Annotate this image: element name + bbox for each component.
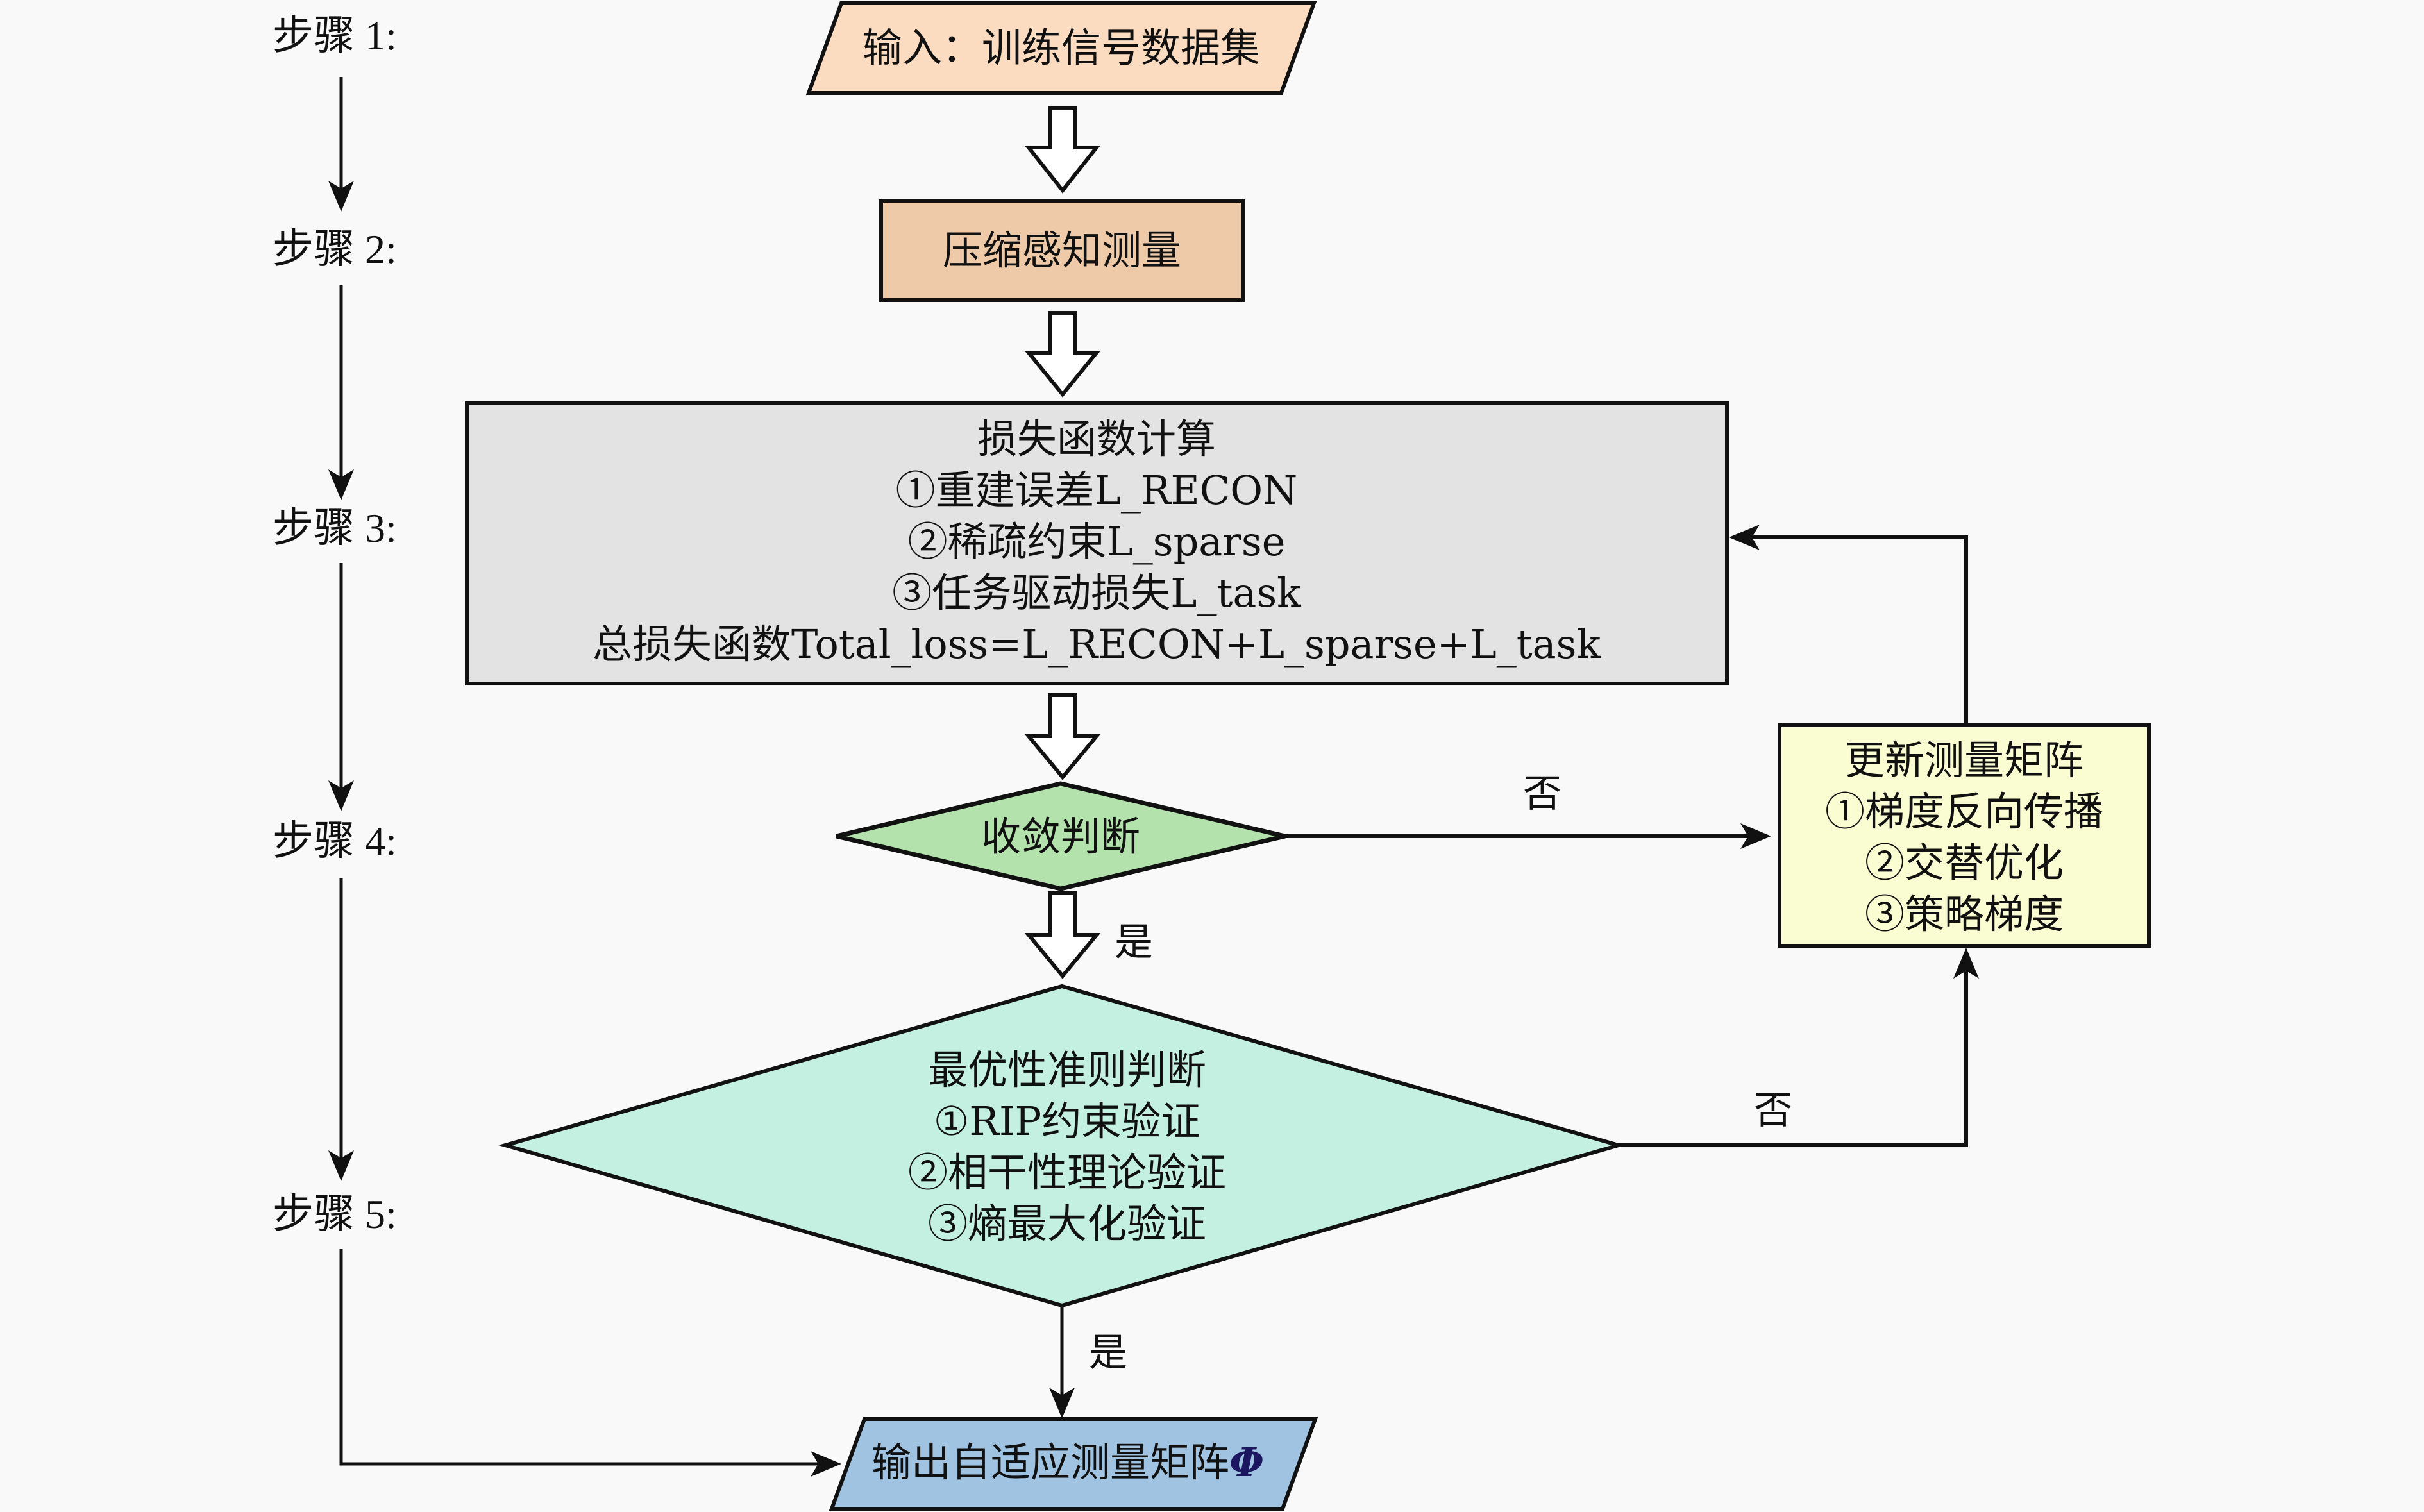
update-item-backprop: ①梯度反向传播 — [1825, 788, 2103, 835]
loss-node[interactable]: 损失函数计算 ①重建误差L_RECON ②稀疏约束L_sparse ③任务驱动损… — [465, 401, 1729, 685]
step-arrow-5-output — [339, 1249, 834, 1466]
edge-label-optimality-no: 否 — [1754, 1088, 1792, 1133]
edge-label-convergence-yes: 是 — [1115, 920, 1153, 965]
loss-item-task: ③任务驱动损失L_task — [892, 569, 1301, 616]
step-label-3: 步骤 3: — [273, 505, 397, 551]
arrowhead-icon — [328, 780, 354, 811]
arrowhead-icon — [1740, 823, 1771, 849]
step-label-4: 步骤 4: — [273, 818, 397, 864]
update-item-policy-gradient: ③策略梯度 — [1865, 891, 2064, 937]
arrowhead-icon — [328, 469, 354, 500]
optimality-title: 最优性准则判断 — [928, 1046, 1206, 1093]
block-arrow-icon — [1024, 693, 1101, 780]
phi-symbol: Φ — [1229, 1439, 1264, 1486]
block-arrow-icon — [1024, 106, 1101, 194]
update-node[interactable]: 更新测量矩阵 ①梯度反向传播 ②交替优化 ③策略梯度 — [1778, 723, 2151, 948]
step-column: 步骤 1: 步骤 2: 步骤 3: 步骤 4: 步骤 5: — [273, 13, 841, 1477]
optimality-item-entropy: ③熵最大化验证 — [928, 1200, 1206, 1247]
output-node[interactable]: 输出自适应测量矩阵Φ — [829, 1417, 1318, 1511]
convergence-node-label: 收敛判断 — [981, 813, 1140, 860]
edge-optimality-no — [1619, 957, 1968, 1147]
step-label-5: 步骤 5: — [273, 1191, 397, 1237]
step-label-1: 步骤 1: — [273, 13, 397, 58]
input-node[interactable]: 输入：训练信号数据集 — [805, 1, 1317, 95]
arrowhead-icon — [328, 181, 354, 212]
input-node-label: 输入：训练信号数据集 — [863, 24, 1260, 71]
edge-label-convergence-no: 否 — [1523, 771, 1561, 816]
step-label-2: 步骤 2: — [273, 226, 397, 272]
loss-item-recon: ①重建误差L_RECON — [896, 467, 1298, 514]
edge-update-to-loss — [1738, 535, 1968, 725]
optimality-item-coherence: ②相干性理论验证 — [908, 1149, 1226, 1196]
optimality-node[interactable]: 最优性准则判断 ①RIP约束验证 ②相干性理论验证 ③熵最大化验证 — [498, 984, 1626, 1308]
output-text: 输出自适应测量矩阵 — [871, 1439, 1229, 1486]
update-item-alternating: ②交替优化 — [1865, 839, 2064, 886]
update-title: 更新测量矩阵 — [1845, 737, 2083, 784]
arrowhead-icon — [811, 1451, 841, 1477]
output-node-label: 输出自适应测量矩阵Φ — [871, 1439, 1264, 1486]
convergence-node[interactable]: 收敛判断 — [836, 781, 1286, 891]
optimality-item-rip: ①RIP约束验证 — [934, 1098, 1200, 1145]
loss-item-sparse: ②稀疏约束L_sparse — [908, 518, 1286, 565]
compress-node[interactable]: 压缩感知测量 — [879, 199, 1245, 302]
edge-label-optimality-yes: 是 — [1089, 1331, 1127, 1375]
arrowhead-icon — [1049, 1388, 1075, 1418]
arrowhead-icon — [1729, 525, 1760, 550]
loss-total: 总损失函数Total_loss=L_RECON+L_sparse+L_task — [593, 621, 1601, 668]
arrowhead-icon — [328, 1150, 354, 1181]
arrowhead-icon — [1953, 948, 1979, 979]
loss-title: 损失函数计算 — [977, 416, 1216, 462]
compress-node-label: 压缩感知测量 — [943, 227, 1181, 274]
block-arrow-icon — [1024, 311, 1101, 398]
block-arrow-icon — [1024, 891, 1101, 979]
